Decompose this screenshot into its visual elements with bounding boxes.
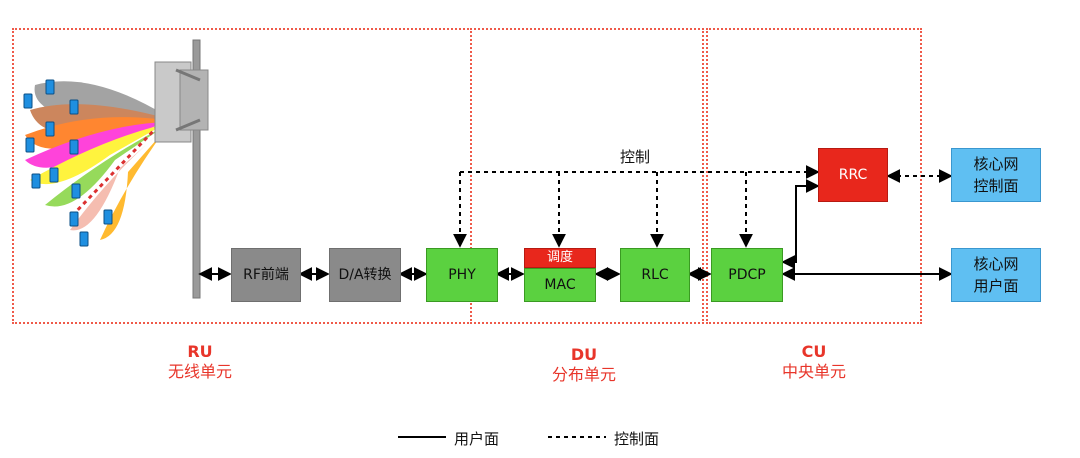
da-convert-block: D/A转换 — [329, 248, 401, 302]
du-zone — [470, 28, 704, 324]
mac-block: MAC — [524, 268, 596, 302]
du-name: DU — [570, 345, 598, 364]
du-label: DU 分布单元 — [534, 345, 634, 385]
antenna-beams — [25, 81, 165, 240]
rf-front-block: RF前端 — [231, 248, 301, 302]
core-user-line2: 用户面 — [973, 277, 1019, 295]
core-control-line1: 核心网 — [973, 155, 1019, 173]
core-control-line2: 控制面 — [973, 177, 1019, 195]
cu-desc: 中央单元 — [781, 362, 846, 381]
cu-label: CU 中央单元 — [764, 342, 864, 382]
rrc-block: RRC — [818, 148, 888, 202]
rlc-block: RLC — [620, 248, 690, 302]
phy-block: PHY — [426, 248, 498, 302]
core-control-plane-block: 核心网 控制面 — [951, 148, 1041, 202]
core-user-plane-block: 核心网 用户面 — [951, 248, 1041, 302]
core-user-line1: 核心网 — [973, 255, 1019, 273]
control-label: 控制 — [620, 148, 651, 166]
cu-name: CU — [801, 342, 827, 361]
antenna-mast — [154, 39, 209, 299]
ru-label: RU 无线单元 — [150, 342, 250, 382]
control-plane-links — [453, 165, 953, 248]
legend-control-plane-label: 控制面 — [614, 430, 660, 448]
legend-user-plane-label: 用户面 — [454, 430, 500, 448]
user-devices — [23, 79, 113, 247]
scheduler-block: 调度 — [524, 248, 596, 268]
du-desc: 分布单元 — [551, 365, 616, 384]
user-plane-links — [198, 179, 953, 281]
pdcp-block: PDCP — [711, 248, 783, 302]
ru-desc: 无线单元 — [167, 362, 232, 381]
ru-name: RU — [187, 342, 213, 361]
